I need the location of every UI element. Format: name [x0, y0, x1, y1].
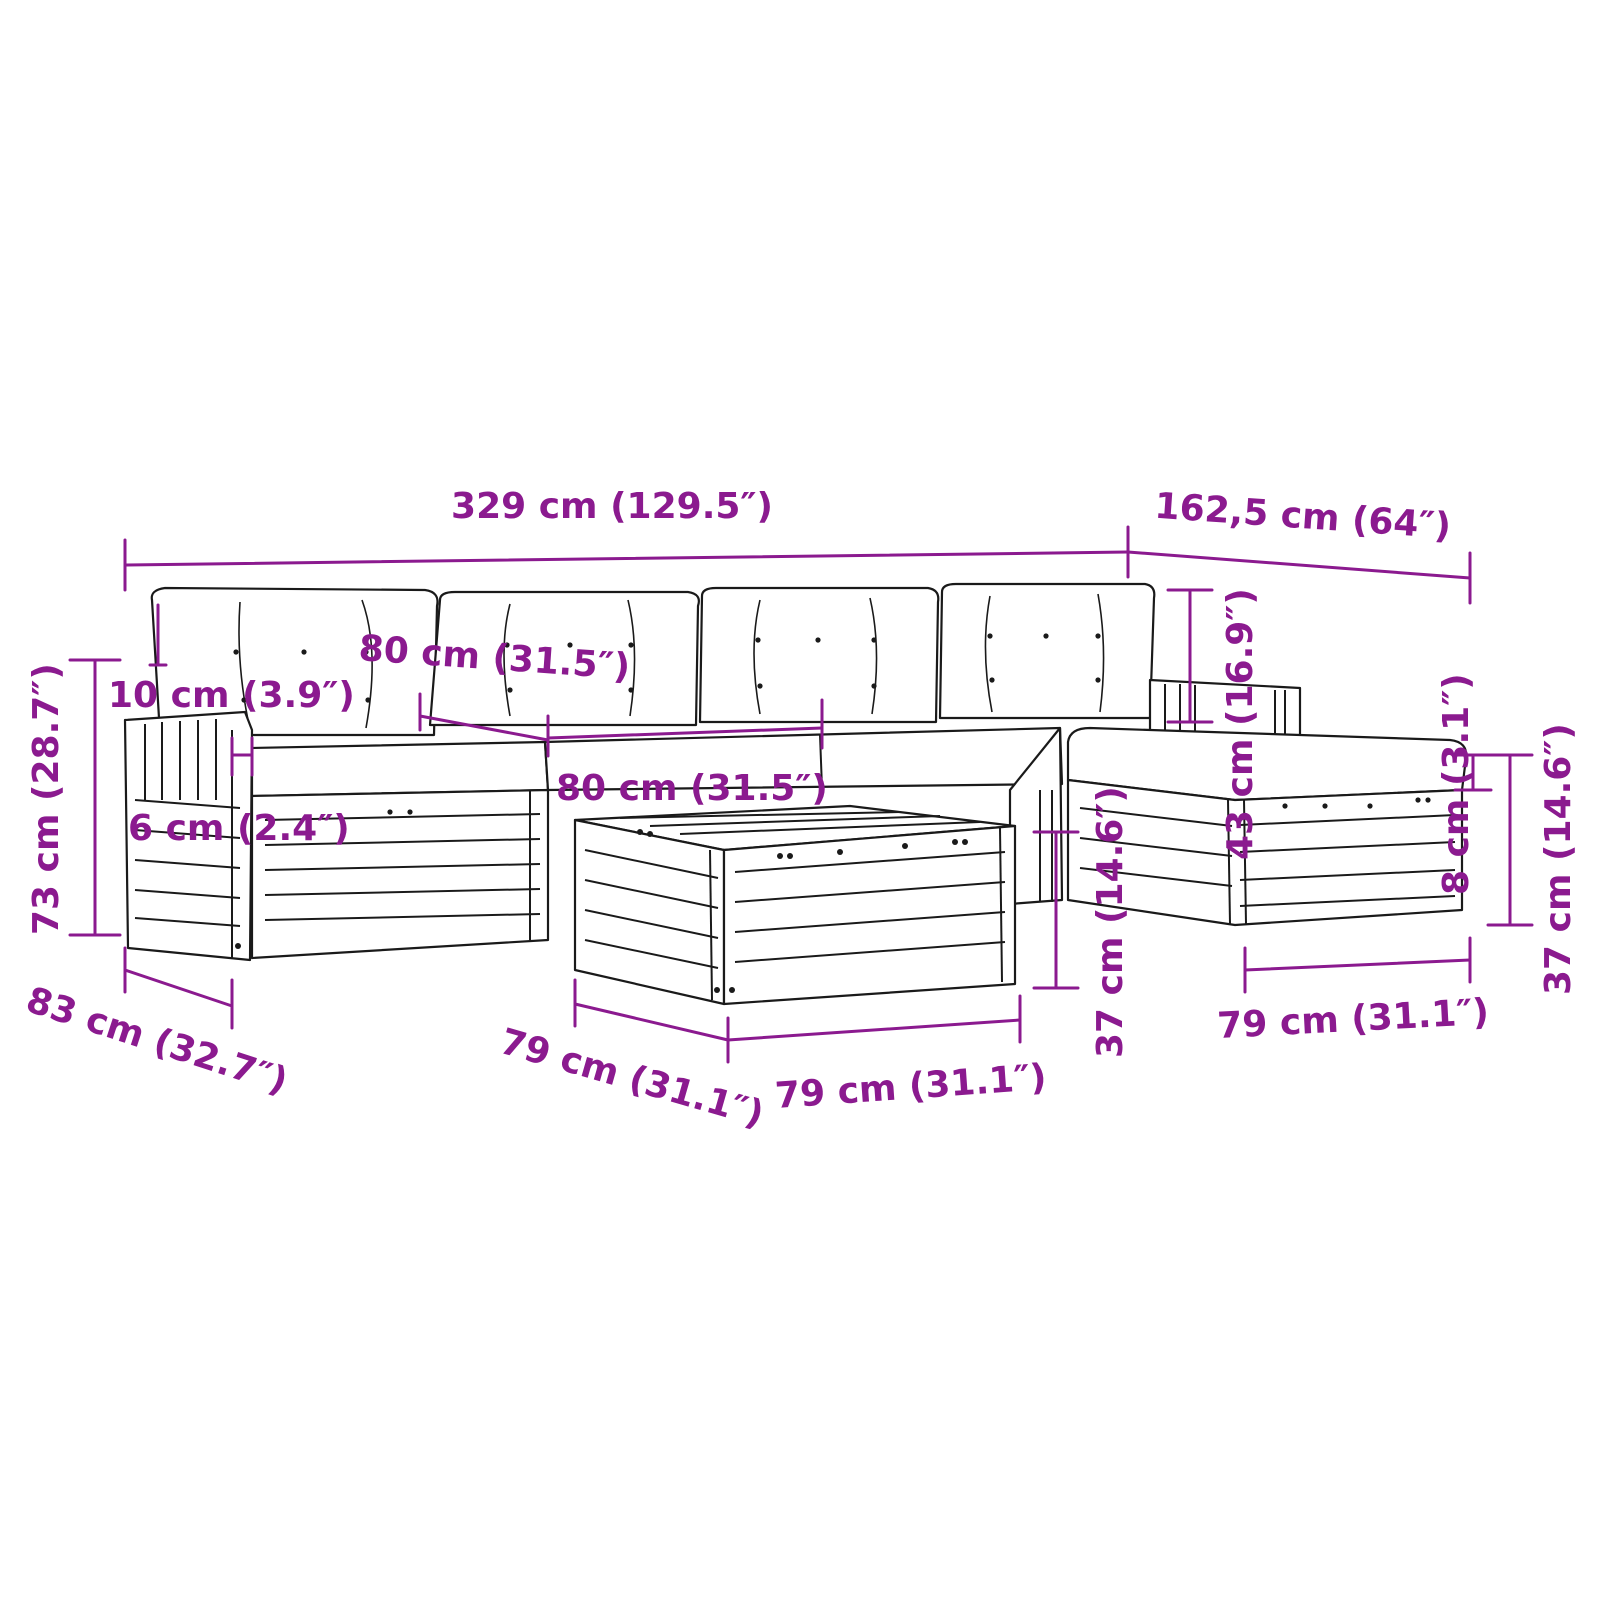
dim-line-cushion-thickness [1453, 753, 1493, 792]
dim-line-table-height [1032, 830, 1080, 990]
dim-line-ottoman-width [1243, 936, 1472, 994]
label-total-length: 329 cm (129.5″) [451, 486, 773, 527]
right-ottoman [1066, 726, 1468, 927]
label-armrest-thickness: 6 cm (2.4″) [128, 808, 350, 849]
dim-line-armrest-thickness [230, 736, 254, 777]
label-total-depth-right: 162,5 cm (64″) [1153, 486, 1452, 548]
dim-line-ottoman-height [1486, 753, 1534, 927]
furniture-drawing [123, 582, 1468, 1006]
label-ottoman-width: 79 cm (31.1″) [1216, 992, 1490, 1047]
dim-line-backrest-height [1166, 588, 1214, 724]
middle-seats [250, 726, 1064, 960]
label-table-width: 79 cm (31.1″) [774, 1057, 1048, 1117]
dim-line-seat-width-front [546, 698, 824, 750]
label-cushion-thickness: 8 cm (3.1″) [1436, 673, 1477, 895]
dim-line-seat-depth-left [123, 946, 234, 1030]
dim-line-total-depth-right [1126, 550, 1472, 605]
label-table-height: 37 cm (14.6″) [1090, 786, 1131, 1058]
dimension-lines [68, 525, 1534, 1064]
label-total-height: 73 cm (28.7″) [26, 663, 67, 935]
label-backrest-height: 43 cm (16.9″) [1220, 588, 1261, 860]
dim-line-total-length [123, 525, 1130, 592]
label-ottoman-height: 37 cm (14.6″) [1538, 723, 1579, 995]
dim-line-seat-width-back [418, 692, 550, 758]
dim-line-total-height [68, 658, 122, 937]
label-armrest-gap: 10 cm (3.9″) [108, 675, 355, 716]
dim-line-table-width [726, 994, 1022, 1044]
coffee-table [573, 804, 1017, 1006]
label-seat-width-front: 80 cm (31.5″) [556, 768, 828, 809]
dim-line-armrest-gap [148, 603, 168, 667]
back-cushions [150, 582, 1156, 737]
label-seat-depth-left: 83 cm (32.7″) [21, 980, 292, 1103]
